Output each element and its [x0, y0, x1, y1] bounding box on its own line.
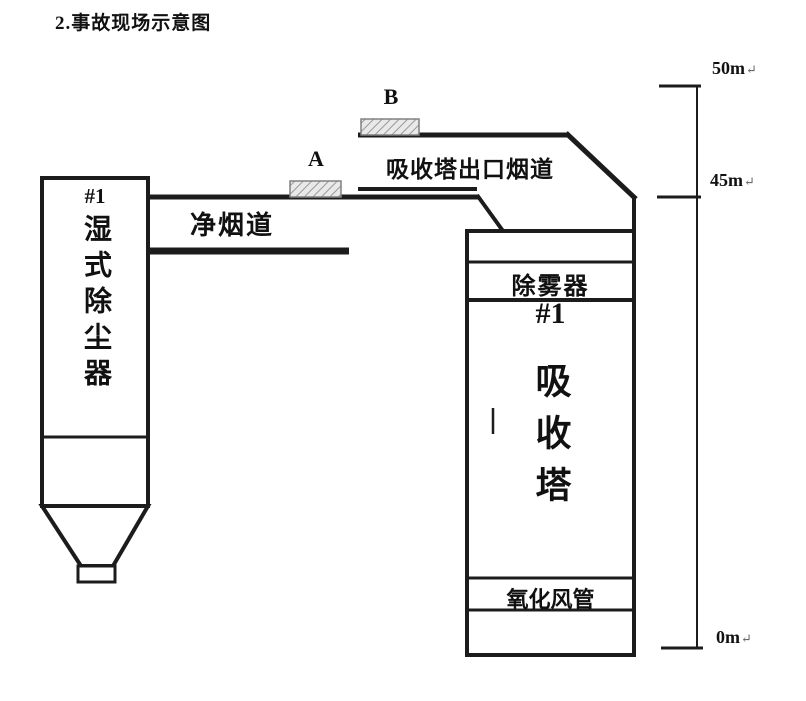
marker-a-box [289, 180, 342, 198]
marker-a-label: A [308, 146, 324, 171]
page-title: 2.事故现场示意图 [55, 13, 212, 34]
elevation-scale [657, 84, 703, 650]
scale-50m-value: 50m [712, 58, 745, 78]
scale-label-45m: 45m↵ [710, 170, 755, 191]
wet-dust-collector-outline [38, 176, 152, 584]
outlet-flue-label: 吸收塔出口烟道 [386, 157, 554, 182]
dust-collector-number: #1 [84, 184, 106, 208]
absorption-tower-name-text: 吸收塔 [530, 362, 571, 518]
scale-0m-value: 0m [716, 627, 740, 647]
marker-b-label: B [383, 84, 399, 109]
clean-flue-label: 净烟道 [190, 211, 275, 240]
dust-collector-label: 湿式除尘器 [42, 214, 148, 424]
paragraph-mark-icon: ↵ [741, 631, 752, 646]
absorption-tower-label: 吸收塔 [467, 362, 634, 522]
absorption-tower-outline [465, 193, 636, 657]
scale-45m-value: 45m [710, 170, 743, 190]
scale-label-0m: 0m↵ [716, 627, 752, 648]
dust-collector-name-text: 湿式除尘器 [80, 214, 111, 394]
demister-label: 除雾器 [511, 274, 590, 300]
absorption-tower-number: #1 [535, 297, 566, 330]
paragraph-mark-icon: ↵ [744, 174, 755, 189]
paragraph-mark-icon: ↵ [746, 62, 757, 77]
marker-b-box [360, 118, 420, 136]
oxidation-duct-label: 氧化风管 [506, 587, 595, 612]
scale-label-50m: 50m↵ [712, 58, 757, 79]
